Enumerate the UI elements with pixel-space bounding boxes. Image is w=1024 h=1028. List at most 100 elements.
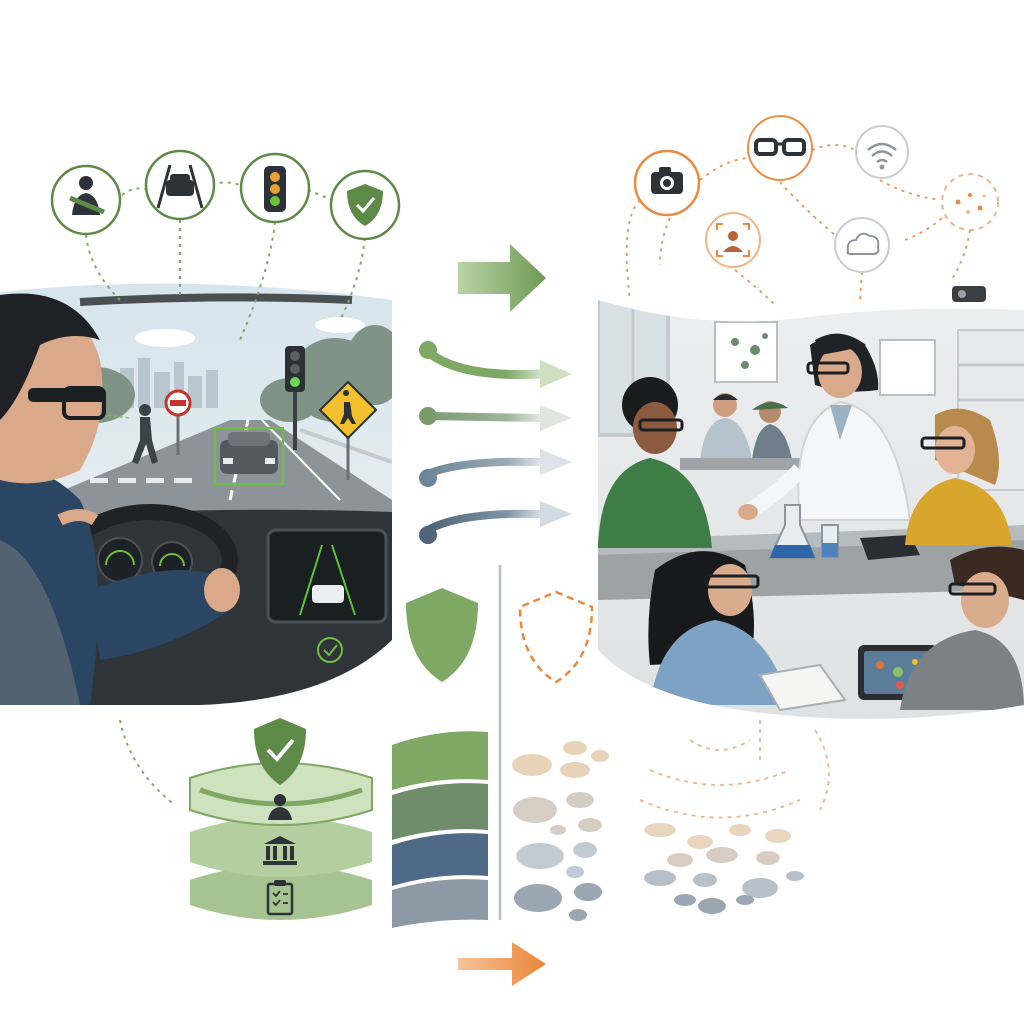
seat xyxy=(0,540,80,705)
institution-layer xyxy=(190,817,372,877)
band-olive xyxy=(392,783,488,840)
smart-glasses-icon xyxy=(747,115,813,181)
traffic-light-amber xyxy=(290,364,300,374)
fragmented-bands xyxy=(512,741,609,921)
surveillance-camera-icon xyxy=(952,286,986,302)
notebook xyxy=(758,663,847,712)
flask xyxy=(768,504,817,559)
arrow-head-3 xyxy=(540,449,572,475)
screen-lane-lines xyxy=(299,544,356,616)
beaker xyxy=(821,524,839,558)
lane-lines xyxy=(156,164,204,209)
hoodie xyxy=(598,458,712,548)
screen-car-icon xyxy=(312,585,344,603)
face-frame xyxy=(716,223,750,257)
driver-hair xyxy=(0,293,100,420)
fragment-row-3 xyxy=(516,842,597,878)
personal-layer xyxy=(189,762,373,826)
band-slate-blue xyxy=(392,833,488,886)
light-amber xyxy=(270,172,280,182)
student-face xyxy=(633,402,677,454)
camera-lens-center xyxy=(663,179,671,187)
back-student-1 xyxy=(700,393,752,460)
smart-glasses-icon xyxy=(28,388,106,402)
table-tablet xyxy=(860,535,920,560)
solid-green-shield xyxy=(406,588,478,682)
teacher-bangs xyxy=(815,333,866,355)
lane-car xyxy=(166,180,194,196)
no-entry-bar xyxy=(170,400,186,406)
gradient-arrow-2 xyxy=(427,412,541,422)
dashed-orange-shield xyxy=(518,590,594,684)
driver-hand xyxy=(204,568,240,612)
right-icon-cluster xyxy=(625,115,999,306)
teacher-hand xyxy=(738,504,758,520)
glasses-lens xyxy=(62,386,106,420)
cloud-shape xyxy=(846,232,880,255)
band-green xyxy=(392,731,488,790)
lane-car-roof xyxy=(170,174,190,183)
check-shield-icon xyxy=(254,718,306,785)
scattered-dots xyxy=(955,193,986,214)
institution-icon xyxy=(263,836,297,865)
check-button-icon xyxy=(317,637,343,663)
clipboard-icon xyxy=(266,880,294,916)
transition-arrows xyxy=(419,341,572,544)
student-front-right xyxy=(900,546,1024,710)
arrow-head-2 xyxy=(540,405,572,431)
guard-rail xyxy=(299,428,392,464)
student-face xyxy=(961,572,1009,628)
camera-lens xyxy=(958,290,966,298)
smart-glasses-icon xyxy=(704,574,760,589)
green-arrow xyxy=(458,244,546,312)
seatbelt-strap xyxy=(69,195,105,215)
car-ahead xyxy=(214,427,284,485)
student-front-left xyxy=(648,551,790,705)
student-green-hoodie xyxy=(598,377,712,548)
arrow-head-4 xyxy=(540,501,572,527)
cloud xyxy=(135,329,195,347)
layer-stack xyxy=(189,718,373,920)
driving-scene xyxy=(0,283,392,705)
regulation-layer xyxy=(190,865,372,920)
shield-shape xyxy=(347,184,383,226)
classroom-scene xyxy=(598,300,1024,719)
teacher-shirt xyxy=(830,405,852,440)
gauge-arc xyxy=(105,550,135,566)
fragment-row-4 xyxy=(514,883,602,921)
fragment-row-1 xyxy=(512,741,609,778)
traffic-light-green xyxy=(290,377,300,387)
lab-coat xyxy=(797,400,912,521)
hoodie-gray xyxy=(900,630,1024,710)
glasses-left-lens xyxy=(754,138,778,156)
cloud-icon xyxy=(834,217,890,273)
windshield-frame xyxy=(79,293,353,306)
sign-figure xyxy=(340,390,356,424)
sweater xyxy=(905,478,1012,545)
detection-box xyxy=(214,427,284,485)
gradient-arrow-3 xyxy=(426,457,541,478)
speedometer xyxy=(97,537,143,583)
back-student-2 xyxy=(752,401,792,460)
band-gray xyxy=(392,879,488,928)
chart-poster xyxy=(879,339,936,396)
poster-molecules xyxy=(731,333,768,369)
lane-edge xyxy=(261,419,341,501)
light-green xyxy=(270,196,280,206)
fragment-row-2 xyxy=(513,792,602,835)
smart-glasses-icon xyxy=(638,418,684,432)
wifi-dot xyxy=(879,164,885,170)
gauge-arc xyxy=(159,553,185,567)
light-amber-2 xyxy=(270,184,280,194)
smart-glasses-icon xyxy=(806,361,850,375)
smart-glasses-icon xyxy=(948,582,997,596)
check-mark xyxy=(323,644,338,657)
cloud xyxy=(315,317,365,333)
student-face xyxy=(935,426,975,474)
orange-arrow xyxy=(458,942,546,986)
crosswalk xyxy=(90,478,192,483)
scattered-dots-icon xyxy=(941,173,999,231)
shield-check xyxy=(355,197,376,214)
left-icon-row xyxy=(50,149,401,806)
